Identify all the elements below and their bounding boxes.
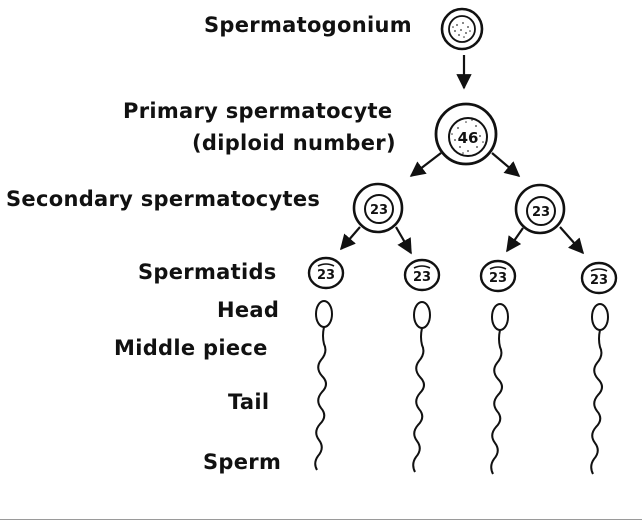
label-diploid-number: (diploid number)	[192, 131, 396, 155]
label-primary-spermatocyte: Primary spermatocyte	[123, 99, 393, 123]
spermatid-1-count: 23	[317, 268, 335, 283]
spermatid-1: 23	[307, 256, 345, 290]
spermatid-3: 23	[479, 259, 517, 293]
label-spermatids: Spermatids	[138, 260, 277, 284]
label-sperm: Sperm	[203, 450, 282, 474]
label-secondary-spermatocytes: Secondary spermatocytes	[6, 187, 321, 211]
label-head: Head	[217, 298, 280, 322]
arrow-secondary-left-to-spermatid-2	[395, 226, 412, 255]
spermatid-4-count: 23	[590, 273, 608, 288]
arrow-secondary-right-to-spermatid-4	[559, 226, 585, 255]
sperm-1	[314, 300, 333, 471]
label-spermatogonium: Spermatogonium	[204, 13, 412, 37]
arrow-primary-to-secondary-left	[409, 152, 442, 177]
sperm-3	[490, 303, 509, 475]
spermatogonium-cell	[440, 7, 484, 51]
spermatid-3-count: 23	[489, 271, 507, 286]
spermatid-2: 23	[403, 258, 441, 292]
sperm-4	[590, 303, 609, 475]
arrow-secondary-right-to-spermatid-3	[506, 227, 524, 253]
spermatid-2-count: 23	[413, 270, 431, 285]
secondary-right-count: 23	[532, 205, 550, 220]
label-tail: Tail	[228, 390, 270, 414]
arrow-primary-to-secondary-right	[491, 152, 521, 177]
secondary-left-count: 23	[370, 203, 388, 218]
secondary-spermatocyte-right: 23	[514, 183, 566, 235]
secondary-spermatocyte-left: 23	[352, 182, 404, 234]
bottom-rule	[0, 519, 642, 520]
spermatid-4: 23	[580, 261, 618, 295]
primary-spermatocyte-cell: 46	[434, 102, 498, 166]
sperm-2	[412, 301, 431, 473]
label-middle-piece: Middle piece	[114, 336, 268, 360]
arrow-secondary-left-to-spermatid-1	[339, 226, 361, 251]
primary-chromosome-count: 46	[458, 129, 479, 147]
